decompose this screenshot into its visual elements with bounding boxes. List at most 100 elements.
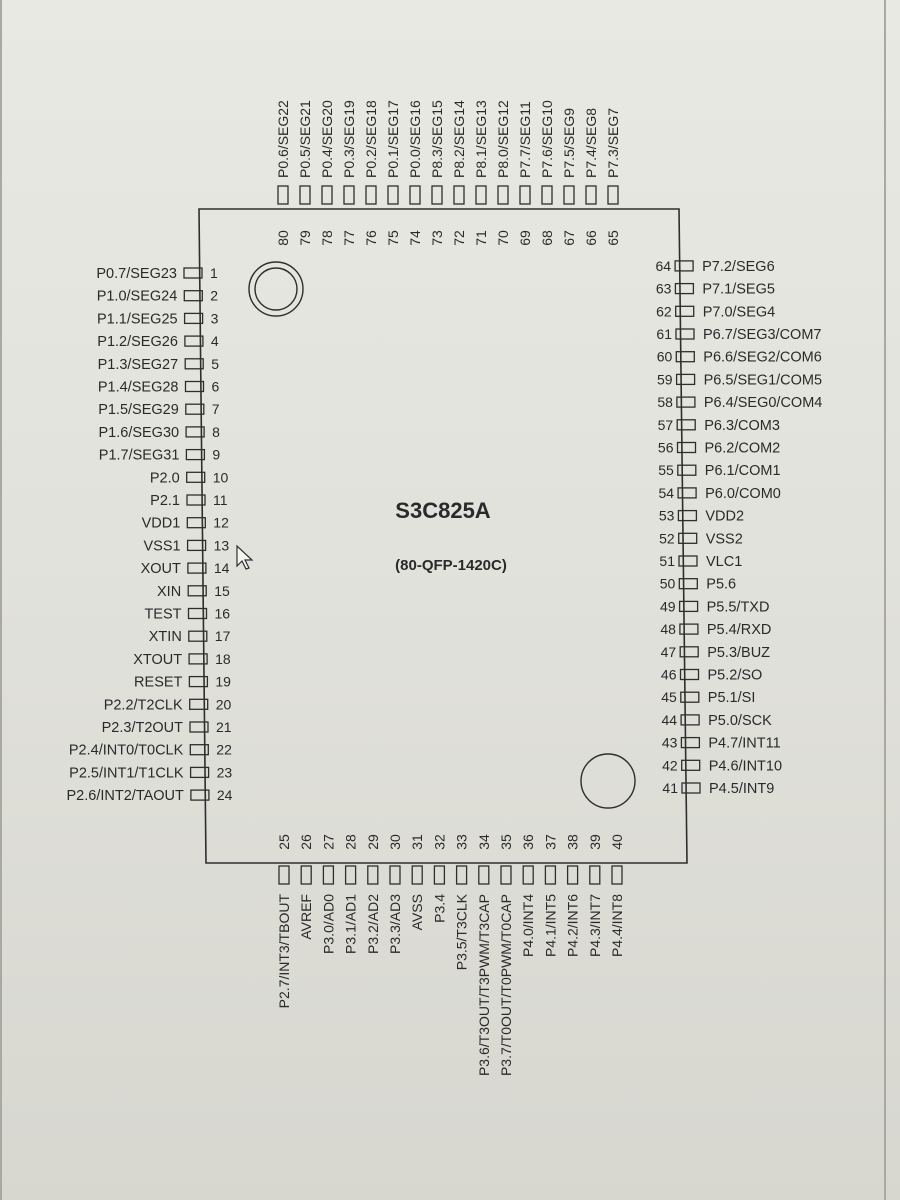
pin-58-pad: [676, 396, 696, 408]
pin-3-label: P1.1/SEG25: [97, 311, 178, 327]
pin-51-pad: [678, 555, 698, 567]
pin-9-label: P1.7/SEG31: [99, 448, 180, 464]
pin-31-label: AVSS: [409, 894, 425, 930]
pin-39-number: 39: [587, 834, 603, 850]
pin-28-number: 28: [343, 834, 359, 850]
pin-2-pad: [183, 290, 203, 302]
pin-25-number: 25: [276, 834, 292, 850]
pin-16-label: TEST: [144, 607, 181, 623]
pin-42-pad: [681, 759, 701, 771]
pin-60-label: P6.6/SEG2/COM6: [703, 350, 821, 366]
pin-32-label: P3.4: [431, 894, 447, 923]
pin-15-label: XIN: [157, 584, 181, 600]
pin-23-pad: [189, 766, 210, 779]
pin-43-pad: [680, 736, 701, 749]
pin-40-label: P4.4/INT8: [609, 894, 625, 957]
pin-4-number: 4: [211, 333, 219, 349]
pin-61-label: P6.7/SEG3/COM7: [703, 327, 821, 343]
pin-60-number: 60: [657, 349, 673, 365]
pin-26-label: AVREF: [298, 894, 314, 940]
pin-59-number: 59: [657, 371, 673, 387]
pin-34-number: 34: [476, 834, 492, 850]
pin-57-label: P6.3/COM3: [704, 418, 780, 434]
pin-44-number: 44: [662, 712, 678, 728]
pin-26-number: 26: [298, 834, 314, 850]
pin-54-label: P6.0/COM0: [705, 486, 781, 502]
pin-11-number: 11: [213, 492, 228, 508]
pin-46-number: 46: [661, 667, 677, 683]
pin-44-label: P5.0/SCK: [708, 713, 772, 729]
pin-8-pad: [185, 426, 205, 438]
pin-62-pad: [675, 305, 695, 317]
pin-59-label: P6.5/SEG1/COM5: [704, 372, 822, 388]
pin-32-pad: [433, 865, 446, 885]
pin-15-pad: [187, 585, 207, 597]
pin-71-number: 71: [473, 230, 489, 246]
pin-19-pad: [188, 675, 209, 688]
pin-15-number: 15: [214, 583, 230, 599]
pin-53-label: VDD2: [705, 509, 744, 525]
pin-13-number: 13: [214, 537, 230, 553]
pin-75-label: P0.1/SEG17: [385, 100, 401, 178]
pin-17-pad: [188, 630, 208, 642]
pin-12-label: VDD1: [142, 516, 181, 532]
pin-80-pad: [277, 185, 289, 205]
pin-73-number: 73: [429, 230, 445, 246]
pin-20-number: 20: [216, 696, 232, 712]
pin-10-pad: [186, 471, 206, 483]
pin-77-pad: [343, 185, 355, 205]
pin-36-pad: [522, 865, 534, 885]
pin-37-number: 37: [542, 834, 558, 850]
pin-30-pad: [389, 865, 401, 885]
pin-67-number: 67: [561, 230, 577, 246]
pin-5-number: 5: [211, 356, 219, 372]
pin-72-label: P8.2/SEG14: [451, 100, 467, 178]
pin-38-label: P4.2/INT6: [565, 894, 581, 957]
pin-69-label: P7.7/SEG11: [517, 101, 533, 178]
pin-35-label: P3.7/T0OUT/T0PWM/T0CAP: [498, 894, 514, 1076]
pin-1-label: P0.7/SEG23: [96, 266, 177, 282]
pin-55-label: P6.1/COM1: [705, 463, 781, 479]
pin-28-label: P3.1/AD1: [343, 894, 359, 954]
pin-34-pad: [478, 865, 490, 885]
pin1-indicator-inner: [254, 267, 298, 311]
pin-78-number: 78: [319, 230, 335, 246]
pin-7-number: 7: [212, 401, 220, 417]
pin-49-number: 49: [660, 598, 676, 614]
pin-18-label: XTOUT: [133, 652, 182, 668]
pin-21-number: 21: [216, 719, 232, 735]
pin-13-pad: [186, 539, 207, 552]
chip-body: [198, 208, 688, 864]
pin-16-pad: [187, 607, 208, 620]
pin-79-label: P0.5/SEG21: [297, 100, 313, 178]
pin-50-pad: [678, 578, 698, 590]
pin-55-pad: [677, 464, 697, 476]
pin-63-number: 63: [656, 281, 672, 297]
pin-14-number: 14: [214, 560, 230, 576]
pin-33-number: 33: [454, 834, 470, 850]
pin-42-number: 42: [662, 757, 678, 773]
pin-9-number: 9: [212, 447, 220, 463]
pin-66-number: 66: [583, 230, 599, 246]
pin-36-number: 36: [520, 834, 536, 850]
pin-50-label: P5.6: [706, 577, 736, 593]
pin-11-label: P2.1: [150, 493, 180, 509]
pin-77-label: P0.3/SEG19: [341, 100, 357, 178]
pin-42-label: P4.6/INT10: [709, 758, 782, 774]
pin-56-pad: [676, 441, 697, 454]
pin-28-pad: [344, 865, 357, 885]
pin-31-number: 31: [409, 834, 425, 850]
pin-68-label: P7.6/SEG10: [539, 100, 555, 178]
pin-63-label: P7.1/SEG5: [702, 282, 775, 298]
chip-package-label: (80-QFP-1420C): [395, 557, 507, 574]
pin-52-label: VSS2: [706, 531, 743, 547]
pin-40-pad: [611, 865, 623, 885]
pin-35-pad: [500, 865, 512, 885]
pin-73-label: P8.3/SEG15: [429, 100, 445, 178]
pin-72-pad: [453, 185, 465, 205]
pin-19-label: RESET: [134, 675, 182, 691]
pin-80-number: 80: [275, 230, 291, 246]
